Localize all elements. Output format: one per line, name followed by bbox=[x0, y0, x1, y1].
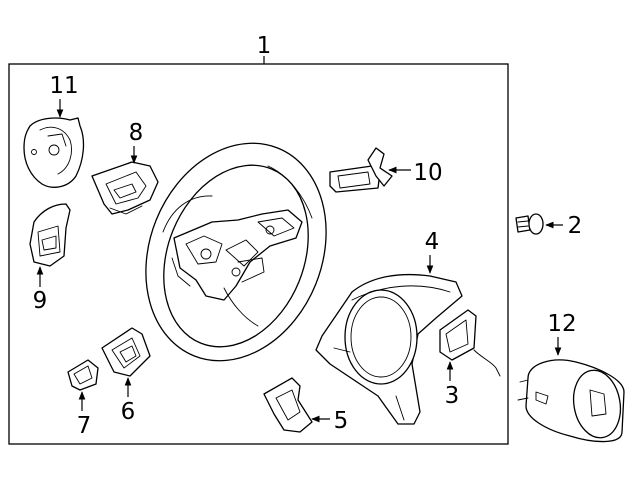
steering-wheel bbox=[145, 142, 327, 362]
callout-6: 6 bbox=[121, 399, 136, 425]
callout-11: 11 bbox=[49, 73, 78, 99]
part-5-lower-trim-bracket bbox=[263, 377, 313, 433]
part-10-paddle-switch bbox=[329, 147, 393, 193]
callout-4: 4 bbox=[425, 229, 440, 255]
part-9-side-trim bbox=[29, 203, 71, 267]
part-7-small-switch bbox=[67, 359, 99, 391]
part-11-upper-trim-cover bbox=[23, 117, 85, 188]
callout-12: 12 bbox=[547, 311, 576, 337]
assembly-frame bbox=[8, 63, 509, 445]
part-4-center-trim-cover bbox=[315, 273, 463, 425]
callout-1: 1 bbox=[257, 33, 272, 59]
callout-8: 8 bbox=[129, 120, 144, 146]
callout-2: 2 bbox=[568, 213, 583, 239]
callout-5: 5 bbox=[334, 408, 349, 434]
part-12-airbag-module bbox=[517, 359, 625, 443]
callout-3: 3 bbox=[445, 383, 460, 409]
callout-7: 7 bbox=[77, 413, 92, 439]
callout-10: 10 bbox=[413, 160, 442, 186]
part-8-left-switch-panel bbox=[91, 161, 159, 215]
part-2-screw bbox=[515, 213, 544, 235]
part-3-right-switch bbox=[439, 309, 501, 377]
callout-9: 9 bbox=[33, 288, 48, 314]
part-6-lower-switch bbox=[101, 327, 151, 377]
